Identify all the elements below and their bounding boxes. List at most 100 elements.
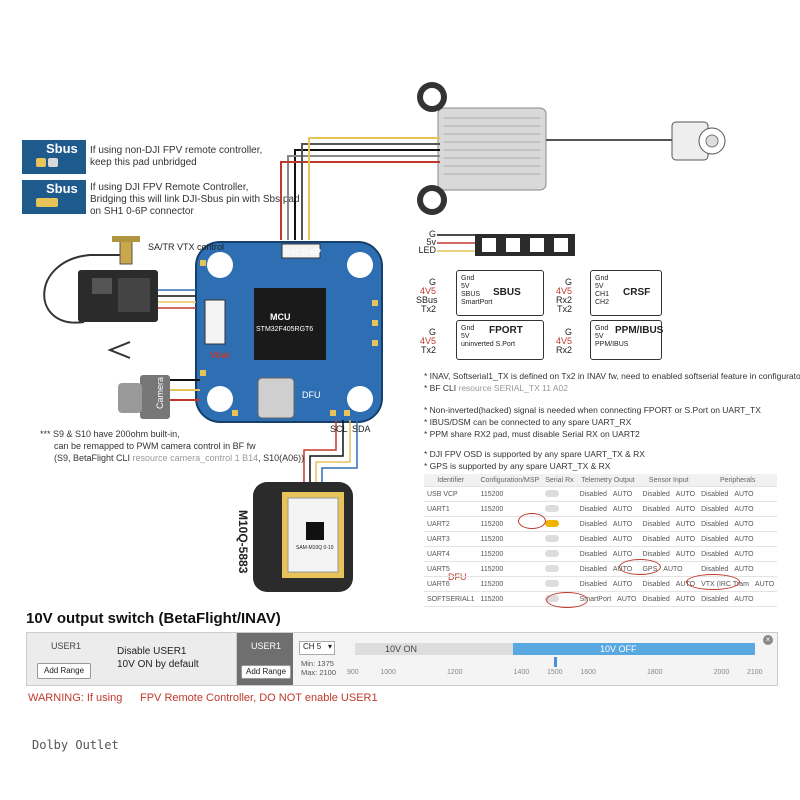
baud-cell[interactable]: 115200 — [477, 486, 543, 502]
tick-label: 1200 — [447, 669, 463, 676]
vtx-highlight — [686, 574, 740, 590]
note-line: keep this pad unbridged — [90, 157, 197, 168]
serial-rx-toggle[interactable] — [545, 520, 560, 528]
sbus-pad-icon — [36, 158, 46, 167]
wire-label: G — [428, 327, 436, 337]
ibus-pins: Gnd 5V PPM/IBUS — [595, 325, 628, 349]
baud-cell[interactable]: 115200 — [477, 546, 543, 562]
serial-rx-highlight — [518, 513, 546, 529]
baud-cell[interactable]: 115200 — [477, 591, 543, 607]
serial-rx-toggle[interactable] — [545, 565, 560, 573]
wire-label: G — [564, 277, 572, 287]
serial-rx-toggle[interactable] — [545, 550, 560, 558]
range-off-segment[interactable] — [513, 643, 755, 655]
telemetry-value: Disabled — [579, 565, 607, 573]
pin-label: PPM/IBUS — [595, 341, 629, 348]
auto-select[interactable]: AUTO — [734, 535, 754, 543]
baud-value: 115200 — [480, 580, 504, 588]
wire-label: 4V5 — [419, 286, 436, 296]
auto-select[interactable]: AUTO — [734, 520, 754, 528]
add-range-button[interactable]: Add Range — [37, 663, 91, 679]
note-line: , S10(A06)) — [258, 453, 305, 463]
inav-notes: * INAV, Softserial1_TX is defined on Tx2… — [424, 370, 800, 394]
auto-select[interactable]: AUTO — [754, 580, 775, 588]
auto-select[interactable]: AUTO — [612, 490, 633, 498]
auto-select[interactable]: AUTO — [675, 520, 696, 528]
auto-select[interactable]: AUTO — [663, 565, 683, 573]
close-icon[interactable]: × — [763, 635, 773, 645]
sbus-pad-unbridged-icon: Sbus — [22, 140, 86, 174]
auto-select[interactable]: AUTO — [675, 505, 696, 513]
baud-cell[interactable]: 115200 — [477, 561, 543, 577]
range-track: 10V ON 10V OFF — [355, 643, 755, 667]
serial-rx-cell[interactable] — [542, 546, 577, 562]
auto-select[interactable]: AUTO — [612, 520, 633, 528]
tick-label: 2000 — [713, 669, 730, 676]
auto-select[interactable]: AUTO — [675, 535, 696, 543]
serial-rx-cell[interactable] — [542, 531, 577, 547]
auto-select[interactable]: AUTO — [734, 490, 754, 498]
serial-rx-toggle[interactable] — [545, 535, 560, 543]
connector-label: SH1.0-6P — [282, 247, 322, 257]
serial-rx-cell[interactable] — [542, 576, 577, 592]
baud-value: 115200 — [480, 565, 504, 573]
mcu-chip-label: STM32F405RGT6 — [256, 326, 314, 333]
wire-label: Tx2 — [420, 304, 436, 314]
auto-select[interactable]: AUTO — [675, 550, 696, 558]
baud-cell[interactable]: 115200 — [477, 576, 543, 592]
auto-select[interactable]: AUTO — [734, 550, 754, 558]
serial-rx-toggle[interactable] — [545, 490, 560, 498]
serial-rx-cell[interactable] — [542, 501, 577, 517]
pin-label: Gnd — [461, 325, 475, 332]
channel-select[interactable]: CH 5▾ — [299, 641, 335, 655]
auto-select[interactable]: AUTO — [612, 505, 633, 513]
serial-rx-cell[interactable] — [542, 486, 577, 502]
auto-select[interactable]: AUTO — [675, 580, 696, 588]
baud-cell[interactable]: 115200 — [477, 531, 543, 547]
receiver-module — [43, 236, 158, 324]
serial-rx-toggle[interactable] — [545, 505, 560, 513]
led-strip — [437, 234, 575, 256]
auto-select[interactable]: AUTO — [734, 565, 754, 573]
serial-rx-cell[interactable] — [542, 561, 577, 577]
auto-select[interactable]: AUTO — [675, 595, 696, 603]
led-5v-label: 5v — [426, 237, 436, 247]
note-line: (S9, BetaFlight CLI — [54, 453, 133, 463]
auto-select[interactable]: AUTO — [612, 550, 633, 558]
ports-table-header: Identifier Configuration/MSP Serial Rx T… — [424, 474, 778, 487]
serial-rx-toggle[interactable] — [545, 580, 560, 588]
auto-select[interactable]: AUTO — [612, 535, 633, 543]
auto-select[interactable]: AUTO — [734, 595, 754, 603]
auto-select[interactable]: AUTO — [734, 505, 754, 513]
auto-select[interactable]: AUTO — [617, 595, 637, 603]
column-header: Telemetry Output — [576, 474, 640, 487]
auto-select[interactable]: AUTO — [612, 580, 633, 588]
add-range-button[interactable]: Add Range — [241, 665, 291, 679]
serial-rx-cell[interactable] — [542, 516, 577, 532]
tick-label: 1600 — [580, 669, 596, 676]
range-values: Min: 1375 Max: 2100 — [301, 659, 336, 677]
auto-select[interactable]: AUTO — [675, 490, 696, 498]
